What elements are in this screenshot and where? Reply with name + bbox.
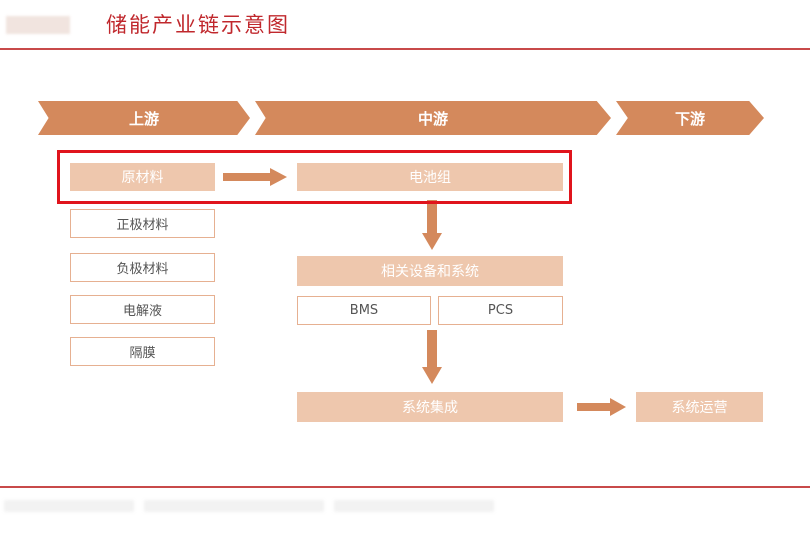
footer-divider <box>0 486 810 488</box>
raw-materials-box: 原材料 <box>70 163 215 191</box>
electrolyte-box: 电解液 <box>70 295 215 324</box>
anode-material-box: 负极材料 <box>70 253 215 282</box>
source-note <box>4 497 504 519</box>
bms-box: BMS <box>297 296 431 325</box>
stage-downstream: 下游 <box>616 101 764 135</box>
stage-upstream: 上游 <box>38 101 250 135</box>
battery-pack-box: 电池组 <box>297 163 563 191</box>
arrow-raw-to-battery <box>223 168 287 186</box>
page-title: 储能产业链示意图 <box>106 13 290 37</box>
arrow-battery-to-equipment <box>422 200 442 250</box>
arrow-integration-to-operation <box>577 398 626 416</box>
logo <box>6 16 70 34</box>
arrow-pcs-to-integration <box>422 330 442 384</box>
system-operation-box: 系统运营 <box>636 392 763 422</box>
header-divider <box>0 48 810 50</box>
stage-midstream: 中游 <box>255 101 611 135</box>
equipment-systems-box: 相关设备和系统 <box>297 256 563 286</box>
highlight-box <box>57 150 572 204</box>
system-integration-box: 系统集成 <box>297 392 563 422</box>
cathode-material-box: 正极材料 <box>70 209 215 238</box>
separator-box: 隔膜 <box>70 337 215 366</box>
pcs-box: PCS <box>438 296 563 325</box>
